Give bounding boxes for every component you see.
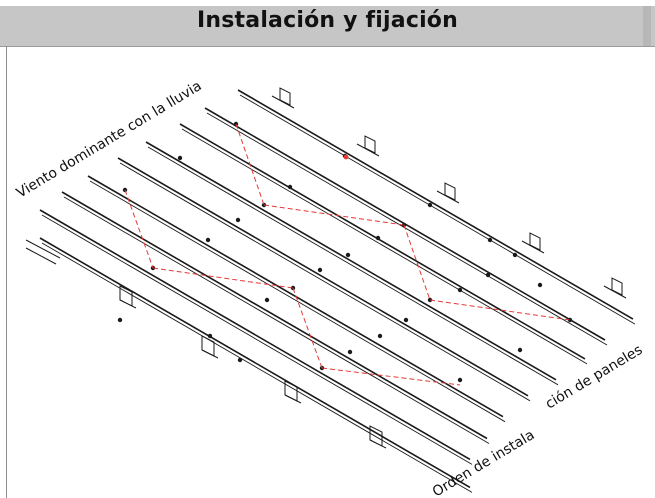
panel-seam-edge: [119, 162, 531, 402]
panel-seam-edge: [63, 196, 490, 444]
fastener: [264, 297, 270, 303]
fastener: [317, 267, 323, 273]
purlin-flange: [521, 240, 545, 254]
fastener-sequence-path: [124, 123, 571, 386]
install-order-label-part2: ción de paneles: [543, 342, 646, 412]
install-order-label-part1: Orden de instala: [430, 427, 538, 498]
purlin-flange: [201, 349, 219, 359]
wind-direction-label: Viento dominante con la lluvia: [14, 78, 205, 201]
sequence-segment: [321, 367, 461, 386]
purlin-flange: [356, 143, 380, 157]
fastener: [567, 317, 573, 323]
purlin-flange: [271, 95, 295, 109]
purlin-flange: [369, 439, 387, 449]
fastener: [457, 377, 463, 383]
fastener: [177, 155, 183, 161]
purlins: [119, 87, 627, 449]
panel-seam-edge: [147, 146, 559, 386]
fastener: [487, 237, 493, 243]
fastener: [517, 347, 523, 353]
fastener: [457, 287, 463, 293]
panel-seam: [61, 191, 488, 440]
purlin: [611, 277, 623, 296]
fastener: [377, 333, 383, 339]
panel-seam: [237, 89, 634, 320]
fastener: [375, 235, 381, 241]
panel-seam-edge: [41, 214, 473, 465]
fastener: [205, 237, 211, 243]
fastener: [345, 252, 351, 258]
fastener: [427, 202, 433, 208]
panel-seam-edge: [239, 94, 636, 325]
purlin: [529, 232, 541, 251]
page-title: Instalación y fijación: [197, 8, 458, 33]
purlin-flange: [436, 190, 460, 204]
fastener: [403, 317, 409, 323]
panel-seam-edge: [41, 242, 473, 493]
fasteners: [117, 121, 573, 383]
fastener: [512, 252, 518, 258]
purlin: [279, 87, 291, 106]
roof-panels: [25, 89, 636, 493]
fastener: [237, 357, 243, 363]
sequence-segment: [292, 287, 323, 369]
header-edge: [643, 6, 651, 46]
header: Instalación y fijación: [0, 0, 655, 48]
fastener: [235, 217, 241, 223]
panel-cut-edge: [25, 247, 57, 265]
purlin-flange: [284, 394, 302, 404]
fastener: [207, 333, 213, 339]
panel-seam: [39, 237, 471, 489]
purlin-flange: [603, 285, 627, 299]
fastener: [485, 272, 491, 278]
purlin: [444, 182, 456, 201]
panel-seam: [39, 209, 471, 461]
panel-seam: [145, 141, 557, 381]
header-bar: [0, 6, 655, 47]
purlin: [364, 135, 376, 154]
sequence-segment: [235, 123, 265, 206]
panel-seam-edge: [206, 112, 608, 346]
purlin-flange: [119, 299, 137, 309]
sequence-segment: [124, 189, 154, 269]
fastener: [117, 317, 123, 323]
panel-seam-edge: [181, 128, 588, 365]
fastener: [287, 184, 293, 190]
panel-seam: [179, 123, 586, 360]
fastener: [537, 282, 543, 288]
panel-seam: [117, 157, 529, 397]
panel-cut-edge: [25, 239, 61, 259]
sequence-segment: [403, 224, 431, 301]
fastener-highlight: [343, 154, 349, 160]
left-border: [6, 46, 7, 498]
fastener: [347, 349, 353, 355]
